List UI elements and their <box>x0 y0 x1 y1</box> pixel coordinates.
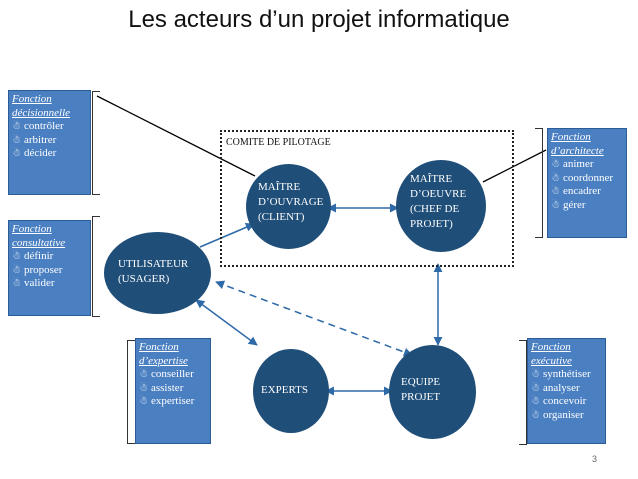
bullet-icon: ☃ <box>551 172 560 184</box>
function-item: ☃analyser <box>531 382 602 396</box>
bullet-icon: ☃ <box>551 159 560 170</box>
function-item: ☃synthétiser <box>531 368 602 382</box>
slide-title: Les acteurs d’un projet informatique <box>128 6 510 33</box>
node-equipe-projet-label: EQUIPE PROJET <box>401 376 441 403</box>
bullet-icon: ☃ <box>551 186 560 197</box>
bullet-icon: ☃ <box>12 148 21 159</box>
function-item-label: décider <box>23 147 57 159</box>
function-item: ☃assister <box>139 382 207 396</box>
function-item-label: encadrer <box>562 185 601 197</box>
bullet-icon: ☃ <box>531 382 540 394</box>
function-heading: Fonction d’architecte <box>551 131 604 157</box>
arrow-dashed-utilisateur-equipe <box>215 280 413 357</box>
bullet-icon: ☃ <box>531 369 540 380</box>
bullet-icon: ☃ <box>12 264 21 276</box>
bullet-icon: ☃ <box>139 396 148 407</box>
function-item: ☃conseiller <box>139 368 207 382</box>
node-maitre-ouvrage: MAÎTRE D’OUVRAGE (CLIENT) <box>246 164 331 249</box>
function-item-label: assister <box>150 381 184 394</box>
function-item-label: proposer <box>23 263 63 276</box>
node-equipe-projet: EQUIPE PROJET <box>389 345 476 439</box>
function-item: ☃décider <box>12 147 87 161</box>
node-experts: EXPERTS <box>253 349 329 433</box>
bullet-icon: ☃ <box>531 396 540 407</box>
arrow-utilisateur-maitre-ouvrage <box>199 223 255 248</box>
bullet-icon: ☃ <box>551 199 560 211</box>
node-maitre-ouvrage-label: MAÎTRE D’OUVRAGE (CLIENT) <box>258 181 324 223</box>
function-item-label: analyser <box>542 381 580 394</box>
bracket-consultative <box>92 216 100 317</box>
function-item: ☃proposer <box>12 264 87 278</box>
leader-line-architecte <box>482 149 547 183</box>
node-maitre-oeuvre-label: MAÎTRE D’OEUVRE (CHEF DE PROJET) <box>410 173 467 230</box>
node-maitre-oeuvre: MAÎTRE D’OEUVRE (CHEF DE PROJET) <box>396 160 486 252</box>
function-box-expertise: Fonction d’expertise☃conseiller☃assister… <box>135 338 211 444</box>
function-item-label: concevoir <box>542 395 587 407</box>
function-item: ☃coordonner <box>551 172 623 186</box>
function-box-decisionnelle: Fonction décisionnelle☃contrôler☃arbitre… <box>8 90 91 195</box>
function-item: ☃animer <box>551 158 623 172</box>
function-item: ☃contrôler <box>12 120 87 134</box>
function-item: ☃gérer <box>551 199 623 213</box>
bullet-icon: ☃ <box>12 121 21 132</box>
function-item: ☃définir <box>12 250 87 264</box>
function-box-executive: Fonction exécutive☃synthétiser☃analyser☃… <box>527 338 606 444</box>
bullet-icon: ☃ <box>12 134 21 146</box>
bracket-architecte <box>535 128 543 238</box>
function-item: ☃expertiser <box>139 395 207 409</box>
page-number: 3 <box>592 454 598 464</box>
function-heading: Fonction consultative <box>12 223 66 249</box>
committee-frame <box>220 130 514 267</box>
function-item-label: coordonner <box>562 171 614 184</box>
bullet-icon: ☃ <box>12 278 21 289</box>
bracket-expertise <box>127 340 135 444</box>
node-utilisateur-label: UTILISATEUR (USAGER) <box>118 258 189 285</box>
function-item: ☃valider <box>12 277 87 291</box>
function-item: ☃organiser <box>531 409 602 423</box>
bullet-icon: ☃ <box>139 369 148 380</box>
function-heading: Fonction d’expertise <box>139 341 188 367</box>
function-box-architecte: Fonction d’architecte☃animer☃coordonner☃… <box>547 128 627 238</box>
leader-line-decisionnelle <box>96 95 256 177</box>
function-item-label: synthétiser <box>542 368 591 380</box>
bullet-icon: ☃ <box>12 251 21 262</box>
bullet-icon: ☃ <box>139 382 148 394</box>
function-item: ☃arbitrer <box>12 134 87 148</box>
function-heading: Fonction décisionnelle <box>12 93 71 119</box>
function-item-label: expertiser <box>150 395 195 407</box>
function-item-label: organiser <box>542 408 584 421</box>
function-item-label: définir <box>23 250 54 262</box>
node-utilisateur: UTILISATEUR (USAGER) <box>104 232 211 314</box>
committee-label: COMITE DE PILOTAGE <box>226 137 331 148</box>
function-heading: Fonction exécutive <box>531 341 572 367</box>
function-item-label: conseiller <box>150 368 194 380</box>
function-item: ☃encadrer <box>551 185 623 199</box>
function-item-label: valider <box>23 277 55 289</box>
bracket-executive <box>519 340 527 445</box>
function-item-label: arbitrer <box>23 133 57 146</box>
function-item: ☃concevoir <box>531 395 602 409</box>
function-item-label: animer <box>562 158 594 170</box>
function-box-consultative: Fonction consultative☃définir☃proposer☃v… <box>8 220 91 316</box>
function-item-label: gérer <box>562 198 586 211</box>
function-item-label: contrôler <box>23 120 64 132</box>
bracket-decisionnelle <box>92 91 100 195</box>
bullet-icon: ☃ <box>531 409 540 421</box>
node-experts-label: EXPERTS <box>261 384 309 396</box>
